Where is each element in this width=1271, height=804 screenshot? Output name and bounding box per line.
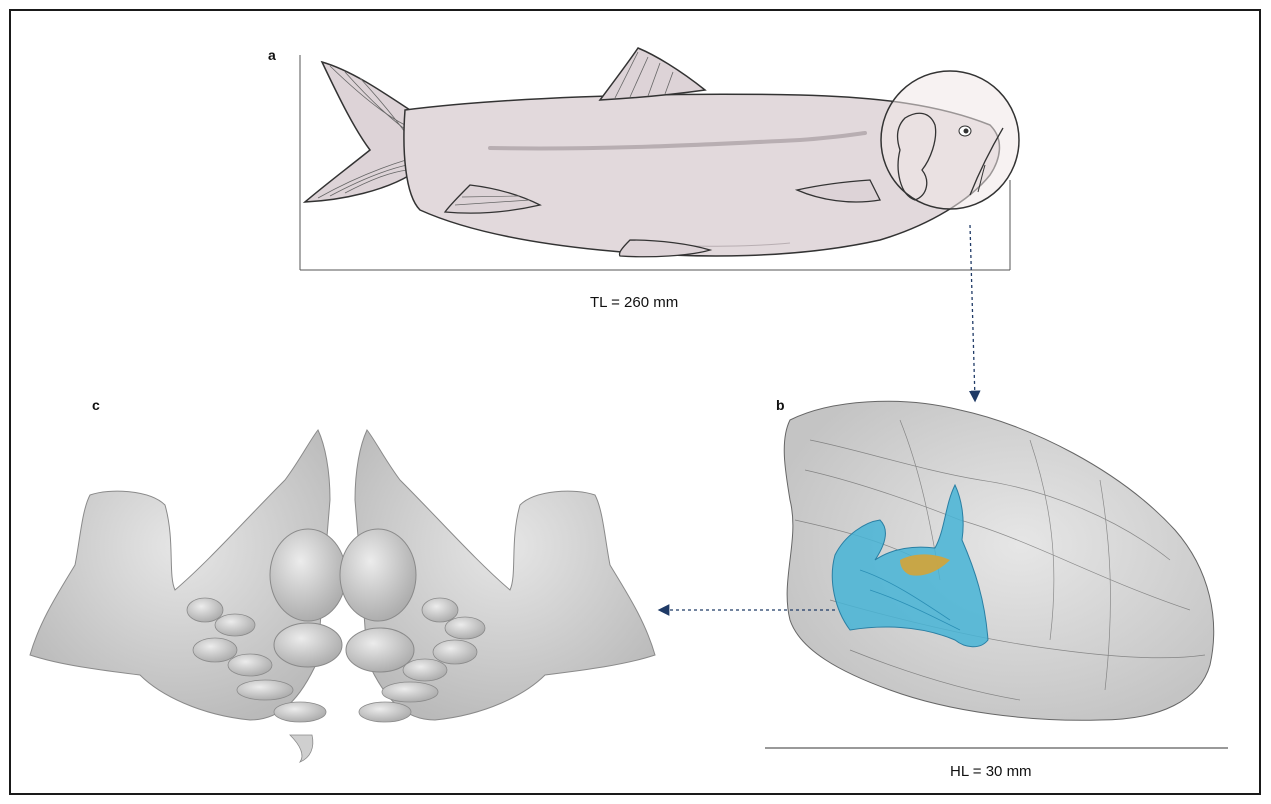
- pectoral-fin: [794, 179, 881, 203]
- total-length-caption: TL = 260 mm: [590, 294, 679, 311]
- fish-illustration: [299, 47, 1020, 403]
- left-molar-medium: [273, 622, 343, 668]
- head-length-caption: HL = 30 mm: [950, 763, 1032, 780]
- head-magnifier: [880, 70, 1020, 210]
- arrow-a-to-b: [968, 224, 981, 403]
- operculum-outline: [896, 112, 937, 201]
- caudal-fin: [302, 60, 411, 203]
- panel-label-b: b: [776, 397, 785, 413]
- mouth-barbel: [969, 127, 1004, 196]
- dorsal-fin: [598, 47, 707, 101]
- ct-skull-render: [657, 400, 1228, 749]
- panel-label-a: a: [268, 47, 276, 63]
- left-molar-large: [269, 528, 347, 622]
- pharyngeal-teeth-highlight: [900, 554, 950, 576]
- right-molar-large: [339, 528, 417, 622]
- pelvic-fin: [443, 184, 542, 214]
- skull-volume: [783, 400, 1215, 721]
- pharyngeal-jaw-render: [29, 429, 656, 763]
- anal-fin: [618, 239, 713, 258]
- small-teeth-cluster: [186, 597, 486, 723]
- figure-frame: [9, 9, 1261, 795]
- caudal-rays: [317, 65, 409, 199]
- lateral-line: [488, 131, 867, 151]
- right-molar-medium: [345, 627, 415, 673]
- panel-label-c: c: [92, 397, 100, 413]
